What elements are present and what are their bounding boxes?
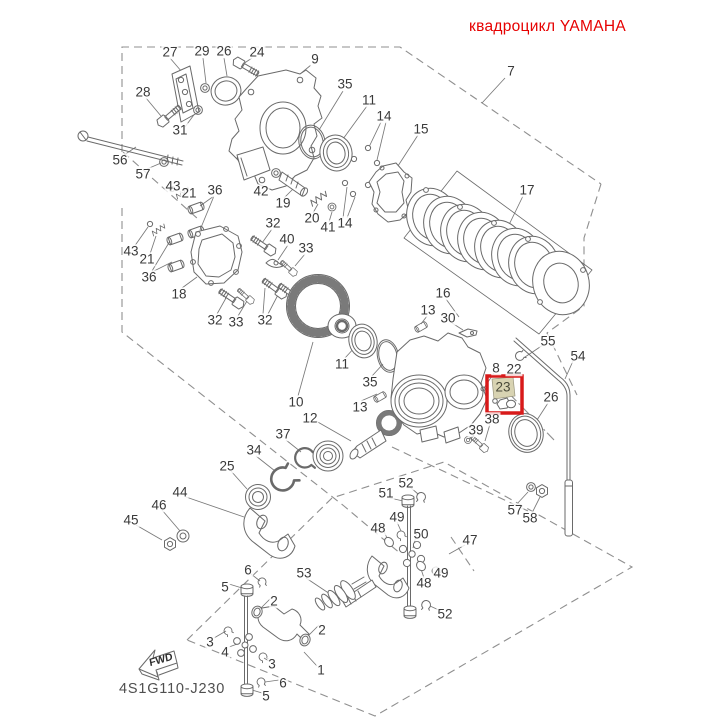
bolt-24 bbox=[230, 55, 261, 79]
clamp-40 bbox=[265, 258, 284, 268]
pinion-gear-12 bbox=[349, 410, 402, 460]
clip-55 bbox=[513, 349, 527, 363]
gasket-18 bbox=[190, 225, 243, 286]
cap-48a bbox=[384, 536, 394, 548]
dashed-boundaries bbox=[121, 46, 634, 717]
dowel-pin-36c bbox=[165, 231, 185, 247]
nut-5b bbox=[240, 683, 254, 697]
cap-48b bbox=[416, 560, 426, 572]
bearing-housing-9 bbox=[228, 69, 323, 191]
cv-boot-53 bbox=[314, 576, 367, 611]
yoke-47 bbox=[341, 555, 410, 608]
circlip-34 bbox=[265, 460, 302, 496]
dowel-pin-36a bbox=[186, 200, 206, 216]
pin-13b bbox=[372, 390, 388, 404]
nut-58 bbox=[536, 484, 548, 498]
detent-ball-43b bbox=[146, 220, 154, 228]
bushing-41 bbox=[327, 202, 337, 212]
spring-21b bbox=[150, 222, 167, 237]
page-title: квадроцикл YAMAHA bbox=[469, 18, 626, 35]
clip-6a bbox=[257, 576, 268, 588]
spring-21 bbox=[174, 185, 191, 200]
yoke-44 bbox=[243, 507, 296, 559]
bearing-25 bbox=[245, 484, 271, 510]
bearing-11-mid bbox=[348, 323, 378, 359]
bolt-38 bbox=[469, 434, 491, 455]
seal-26-lower bbox=[508, 413, 544, 453]
drawing-code: 4S1G110-J230 bbox=[119, 681, 226, 697]
pin-13a bbox=[413, 320, 429, 334]
washer-57-low bbox=[526, 482, 536, 492]
dowel-pin-36d bbox=[166, 258, 186, 274]
differential-housing-16 bbox=[390, 332, 488, 444]
detent-ball-43 bbox=[168, 185, 176, 193]
clutch-disc-stack bbox=[403, 170, 593, 335]
ujoint-cross-50 bbox=[398, 540, 426, 568]
bearing-outer bbox=[312, 440, 344, 472]
nut-45 bbox=[164, 537, 176, 551]
fwd-arrow-icon bbox=[138, 649, 179, 681]
washer-29 bbox=[200, 83, 210, 93]
washer-46 bbox=[176, 529, 190, 543]
gasket-15 bbox=[368, 162, 413, 223]
red-highlight-box bbox=[485, 374, 524, 415]
spring-20 bbox=[308, 189, 329, 207]
clip-3b bbox=[257, 651, 270, 664]
clip-3a bbox=[222, 625, 235, 638]
nut-51 bbox=[401, 494, 415, 508]
bolt-28 bbox=[154, 102, 184, 130]
seal-ring-26-top bbox=[210, 76, 242, 106]
shift-lever bbox=[251, 605, 311, 647]
clip-49a bbox=[395, 529, 408, 542]
nut-5a bbox=[240, 583, 254, 597]
clip-52b bbox=[420, 599, 432, 612]
ujoint-cross-4 bbox=[233, 633, 257, 657]
shift-rod-54 bbox=[513, 337, 573, 537]
bearing-11-top bbox=[319, 134, 353, 172]
clip-6b bbox=[256, 676, 267, 688]
washer-39 bbox=[464, 436, 472, 444]
clamp-30 bbox=[458, 328, 478, 338]
shift-shaft-19 bbox=[278, 171, 309, 197]
long-bolt-56 bbox=[77, 130, 184, 166]
nut-lower bbox=[403, 605, 417, 619]
ring-gear-10 bbox=[286, 274, 357, 339]
